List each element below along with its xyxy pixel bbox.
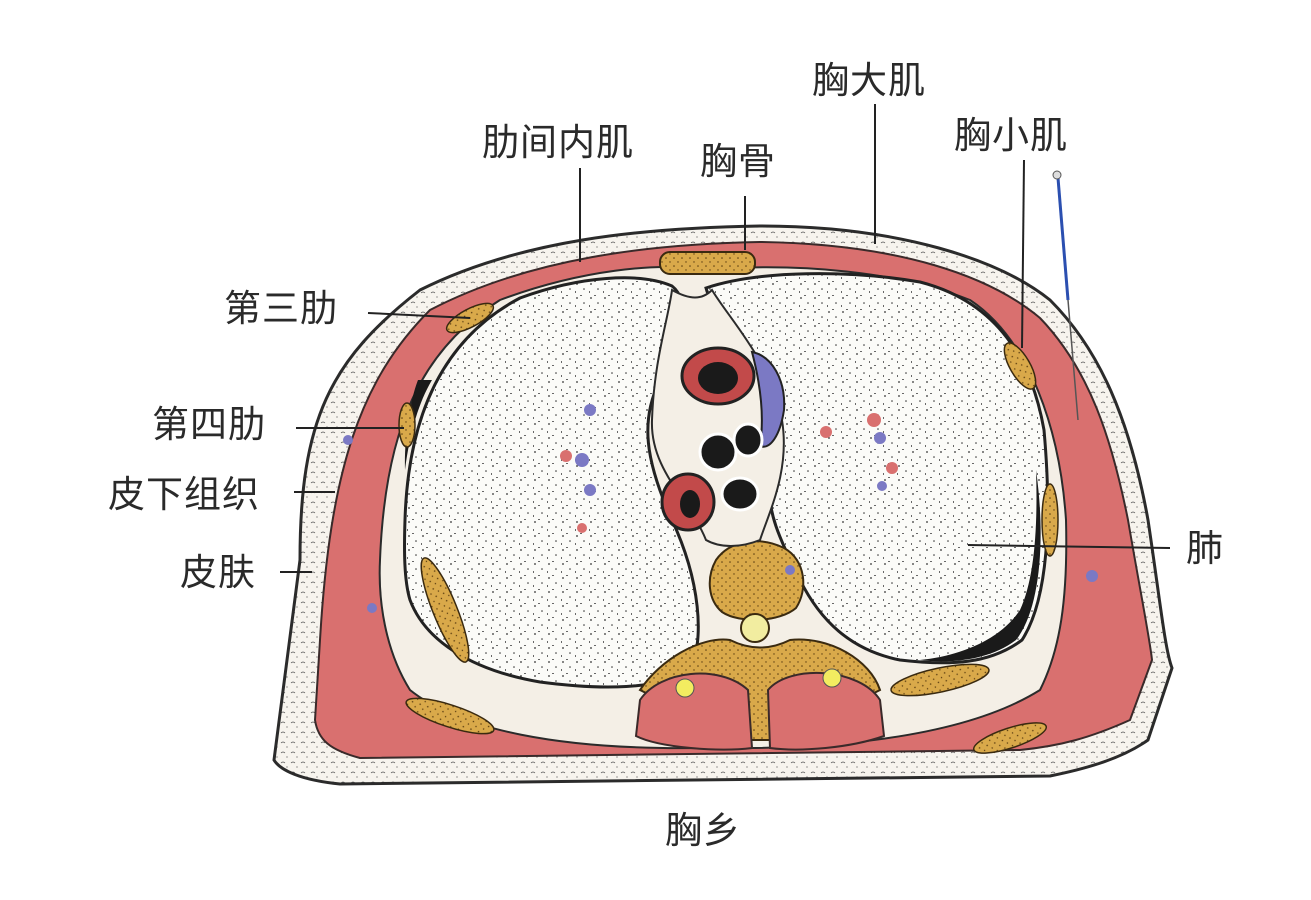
vessel [874, 432, 886, 444]
nerve-left [675, 678, 695, 698]
label-skin: 皮肤 [180, 551, 256, 594]
vessel [367, 603, 377, 613]
leader-rib3 [367, 312, 471, 319]
rib-left-posterior [405, 697, 495, 735]
rib-right-posterior [972, 722, 1048, 754]
erector-spinae-left [634, 672, 754, 751]
label-pectoralis-minor: 胸小肌 [954, 114, 1068, 157]
vessel [867, 413, 881, 427]
label-fourth-rib: 第四肋 [152, 403, 266, 446]
label-pectoralis-major: 胸大肌 [812, 59, 926, 102]
label-intercostal-muscle: 肋间内肌 [482, 121, 634, 164]
vessel [584, 484, 596, 496]
descending-aorta-lumen [680, 490, 700, 518]
vessel [343, 435, 353, 445]
svc [750, 350, 786, 448]
rib-left-lower [420, 557, 470, 663]
label-lung: 肺 [1186, 527, 1224, 570]
bronchus-left [698, 432, 738, 472]
needle-head [1052, 170, 1062, 180]
label-sternum: 胸骨 [700, 140, 776, 183]
rib-right-lower [890, 663, 990, 697]
aortic-lumen [698, 362, 738, 394]
label-subcutaneous-tissue: 皮下组织 [108, 473, 260, 516]
vessel [820, 426, 832, 438]
vessel [575, 453, 589, 467]
needle [1056, 177, 1070, 301]
vertebral-body [708, 540, 805, 621]
rib-right-upper [1003, 342, 1037, 390]
nerve-right [822, 668, 842, 688]
vessel [584, 404, 596, 416]
figure-caption: 胸乡 [665, 809, 741, 852]
needle-shaft [1067, 299, 1079, 421]
vessel [560, 450, 572, 462]
vessel [877, 481, 887, 491]
erector-spinae-right [766, 671, 886, 751]
bronchus-right [732, 422, 764, 458]
rib-right-mid [1041, 483, 1059, 557]
pleural-crescent-right [404, 380, 432, 470]
vessel [577, 523, 587, 533]
label-third-rib: 第三肋 [224, 287, 338, 330]
vessel [886, 462, 898, 474]
spinal-cord [740, 613, 770, 643]
sternum-bone [659, 251, 756, 275]
leader-pect-minor [1021, 159, 1025, 349]
esophagus [720, 476, 760, 512]
leader-lung [967, 544, 1171, 549]
vessel [1086, 570, 1098, 582]
rib4-left [398, 402, 416, 448]
vessel [785, 565, 795, 575]
